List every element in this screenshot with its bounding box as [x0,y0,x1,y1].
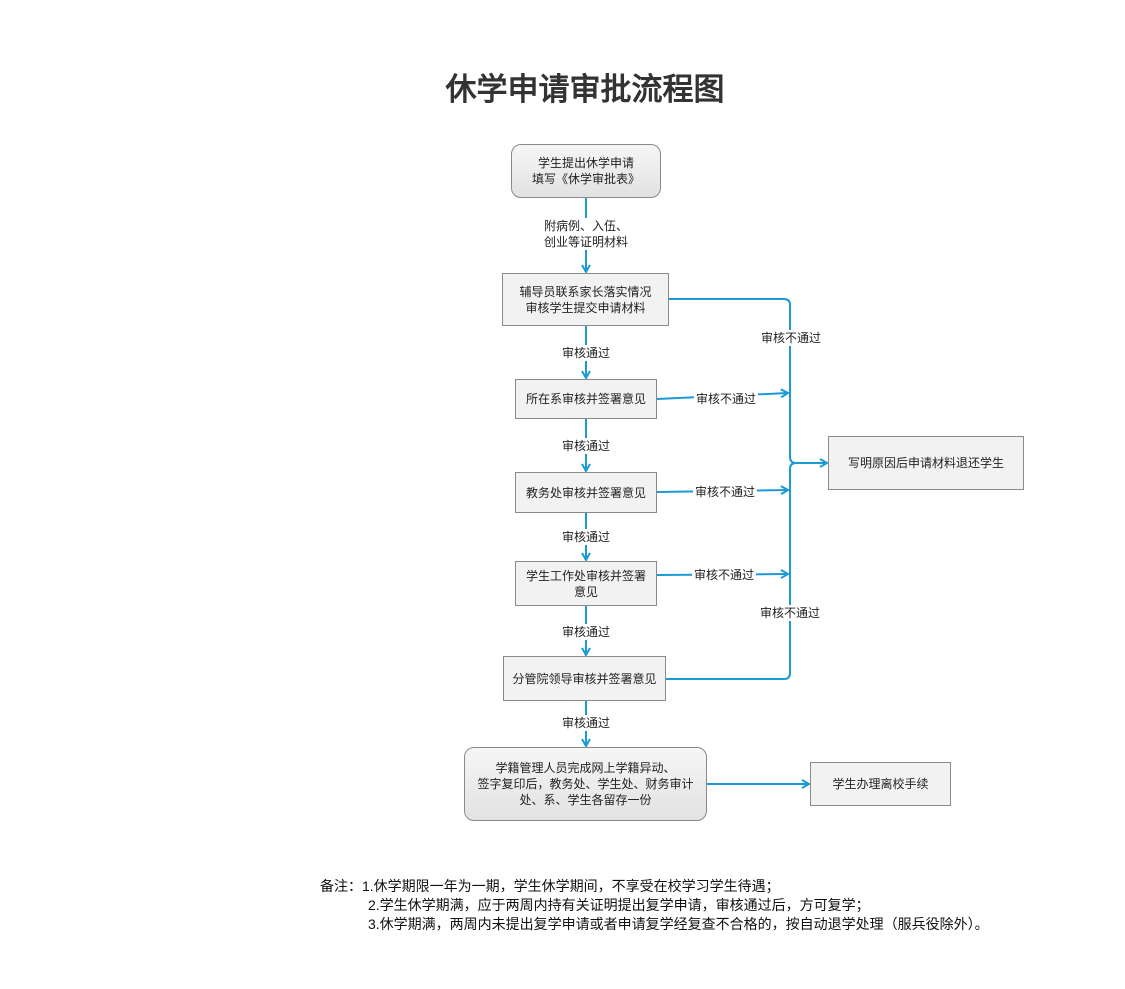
fail-label: 审核不通过 [692,484,758,500]
node-text: 学籍管理人员完成网上学籍异动、 [495,761,676,775]
note-item: 1.休学期限一年为一期，学生休学期间，不享受在校学习学生待遇； [362,878,780,894]
node-student-affairs: 学生工作处审核并签署意见 [515,561,657,606]
connector [669,298,827,463]
node-counselor: 辅导员联系家长落实情况审核学生提交申请材料 [502,273,669,326]
note-item: 3.休学期满，两周内未提出复学申请或者申请复学经复查不合格的，按自动退学处理（服… [368,916,989,932]
connector [666,462,797,680]
node-leader: 分管院领导审核并签署意见 [503,656,666,701]
fail-label: 审核不通过 [758,330,824,346]
node-academic: 教务处审核并签署意见 [515,472,657,513]
node-text: 填写《休学审批表》 [531,172,640,186]
pass-label: 审核通过 [559,624,613,640]
fail-label: 审核不通过 [693,391,759,407]
label-text: 附病例、入伍、 [543,219,629,233]
pass-label: 审核通过 [559,715,613,731]
node-text: 意见 [573,584,598,599]
pass-label: 审核通过 [559,529,613,545]
notes-prefix: 备注： [320,878,362,894]
node-start: 学生提出休学申请填写《休学审批表》 [511,144,661,198]
fail-label: 审核不通过 [691,567,757,583]
node-text: 审核学生提交申请材料 [525,300,646,315]
note-item: 2.学生休学期满，应于两周内持有关证明提出复学申请，审核通过后，方可复学； [368,897,870,913]
node-text: 处、系、学生各留存一份 [519,793,652,807]
node-text: 学生工作处审核并签署 [525,568,646,583]
pass-label: 审核通过 [559,438,613,454]
page-title: 休学申请审批流程图 [445,72,725,108]
node-leave: 学生办理离校手续 [810,762,951,806]
notes: 备注：1.休学期限一年为一期，学生休学期间，不享受在校学习学生待遇； 2.学生休… [320,877,989,934]
node-text: 辅导员联系家长落实情况 [519,284,652,299]
node-return: 写明原因后申请材料退还学生 [828,436,1024,490]
label-text: 创业等证明材料 [543,235,629,249]
node-text: 签字复印后，教务处、学生处、财务审计 [477,777,694,791]
attach-label: 附病例、入伍、创业等证明材料 [541,218,631,250]
node-registry: 学籍管理人员完成网上学籍异动、签字复印后，教务处、学生处、财务审计处、系、学生各… [464,747,707,821]
node-text: 学生提出休学申请 [537,156,634,170]
fail-label: 审核不通过 [757,605,823,621]
node-dept: 所在系审核并签署意见 [515,379,657,419]
pass-label: 审核通过 [559,345,613,361]
